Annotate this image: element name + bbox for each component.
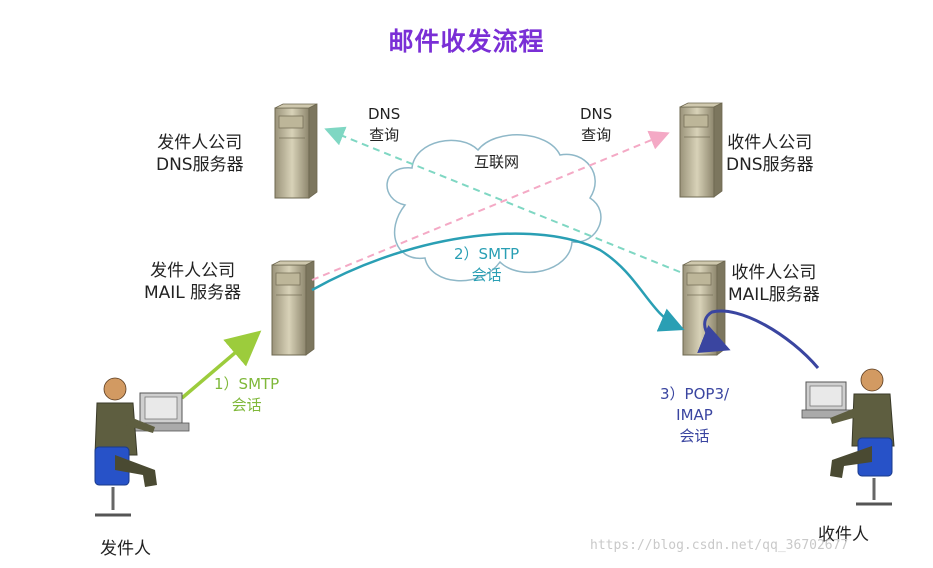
receiver-dns-label: 收件人公司 DNS服务器 — [726, 133, 814, 175]
dns-query-left-label: DNS 查询 — [368, 105, 401, 144]
person-at-computer-icon — [94, 377, 190, 517]
dns-query-right-label: DNS 查询 — [580, 105, 613, 144]
server-tower-icon — [682, 260, 726, 356]
sender-dns-label: 发件人公司 DNS服务器 — [156, 133, 244, 175]
receiver-person-label: 收件人 — [818, 525, 869, 545]
diagram-title: 邮件收发流程 — [388, 27, 545, 56]
step3-pop3-imap-label: 3）POP3/ IMAP 会话 — [660, 385, 730, 445]
step2-smtp-label: 2）SMTP 会话 — [454, 245, 520, 284]
server-tower-icon — [274, 103, 318, 199]
person-at-computer-icon — [801, 368, 895, 506]
step1-smtp-arrow — [180, 330, 262, 400]
sender-mail-server-label: 发件人公司 MAIL 服务器 — [144, 261, 242, 303]
internet-label: 互联网 — [474, 153, 520, 171]
step1-smtp-label: 1）SMTP 会话 — [214, 375, 280, 414]
sender-person-label: 发件人 — [100, 539, 151, 559]
step2-smtp-arrow — [311, 232, 685, 332]
watermark-text: https://blog.csdn.net/qq_36702677 — [590, 538, 849, 553]
server-tower-icon — [271, 260, 315, 356]
dns-query-receiver-line — [311, 130, 670, 281]
cloud-icon — [386, 134, 602, 282]
receiver-mail-server-label: 收件人公司 MAIL服务器 — [728, 263, 820, 305]
step3-pop3-arrow — [697, 309, 820, 369]
server-tower-icon — [679, 102, 723, 198]
dns-query-sender-line — [324, 126, 681, 273]
